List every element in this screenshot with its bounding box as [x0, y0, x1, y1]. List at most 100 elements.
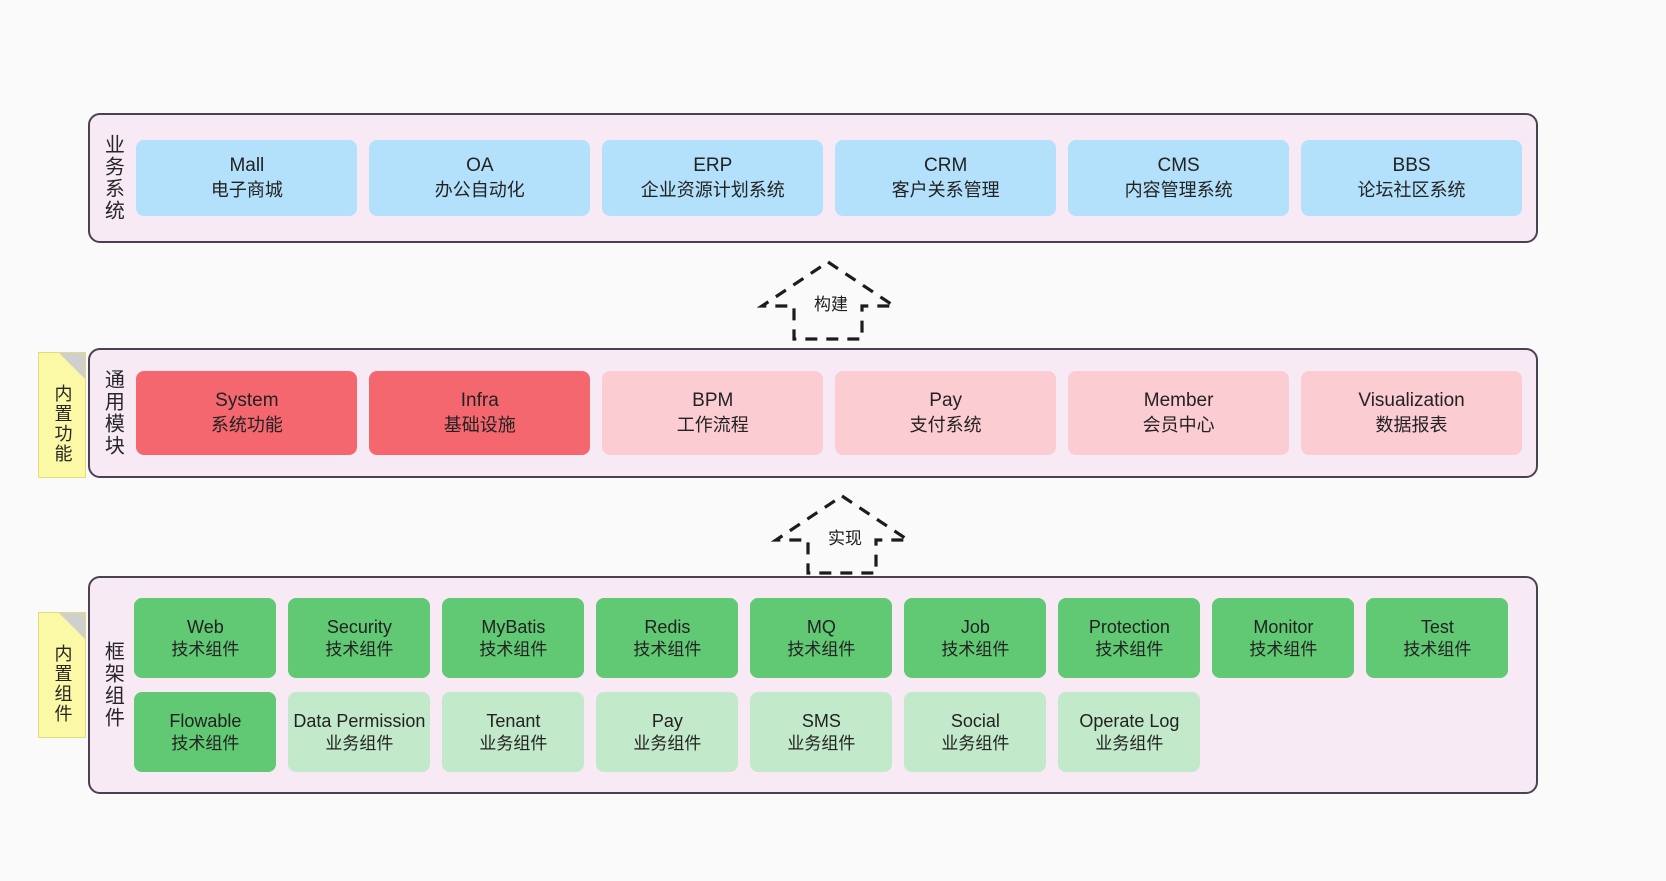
- card-mall[interactable]: Mall 电子商城: [136, 140, 358, 216]
- card-title: MyBatis: [481, 616, 546, 637]
- card-protection[interactable]: Protection 技术组件: [1058, 598, 1201, 678]
- note-fold-corner-icon: [59, 353, 85, 379]
- card-bbs[interactable]: BBS 论坛社区系统: [1301, 140, 1523, 216]
- card-title: ERP: [693, 155, 733, 177]
- card-subtitle: 工作流程: [676, 414, 749, 435]
- card-subtitle: 技术组件: [787, 639, 856, 659]
- layer-caption-module: 通用模块: [101, 369, 124, 457]
- card-title: Infra: [460, 390, 499, 412]
- card-subtitle: 技术组件: [1095, 639, 1164, 659]
- card-title: Tenant: [486, 710, 541, 731]
- card-social[interactable]: Social 业务组件: [904, 692, 1047, 772]
- card-subtitle: 办公自动化: [434, 179, 525, 200]
- card-security[interactable]: Security 技术组件: [288, 598, 431, 678]
- card-title: CRM: [924, 155, 968, 177]
- module-card-list: System 系统功能 Infra 基础设施 BPM 工作流程 Pay 支付系统…: [126, 350, 1536, 476]
- card-subtitle: 业务组件: [1095, 733, 1164, 753]
- card-title: Redis: [644, 616, 691, 637]
- card-title: OA: [466, 155, 494, 177]
- card-subtitle: 支付系统: [909, 414, 982, 435]
- card-oa[interactable]: OA 办公自动化: [369, 140, 591, 216]
- card-subtitle: 技术组件: [1249, 639, 1318, 659]
- card-title: Visualization: [1358, 390, 1465, 412]
- card-title: Monitor: [1253, 616, 1314, 637]
- card-subtitle: 基础设施: [443, 414, 516, 435]
- card-crm[interactable]: CRM 客户关系管理: [835, 140, 1057, 216]
- note-label: 内置功能: [52, 384, 73, 464]
- card-subtitle: 技术组件: [1403, 639, 1472, 659]
- layer-business-system: 业务系统 Mall 电子商城 OA 办公自动化 ERP 企业资源计划系统 CRM…: [88, 113, 1538, 243]
- card-title: MQ: [806, 616, 836, 637]
- card-subtitle: 会员中心: [1142, 414, 1215, 435]
- layer-caption-framework: 框架组件: [101, 641, 124, 729]
- card-title: Pay: [929, 390, 963, 412]
- card-pay-module[interactable]: Pay 支付系统: [835, 371, 1057, 455]
- card-tenant[interactable]: Tenant 业务组件: [442, 692, 585, 772]
- card-member[interactable]: Member 会员中心: [1068, 371, 1290, 455]
- card-subtitle: 客户关系管理: [891, 179, 1000, 200]
- card-title: Flowable: [169, 710, 242, 731]
- card-monitor[interactable]: Monitor 技术组件: [1212, 598, 1355, 678]
- card-title: Social: [950, 710, 1000, 731]
- card-subtitle: 技术组件: [171, 733, 240, 753]
- card-title: Data Permission: [293, 710, 426, 731]
- note-fold-corner-icon: [59, 613, 85, 639]
- layer-common-module: 通用模块 System 系统功能 Infra 基础设施 BPM 工作流程 Pay…: [88, 348, 1538, 478]
- connector-build-label: 构建: [812, 290, 850, 315]
- card-sms[interactable]: SMS 业务组件: [750, 692, 893, 772]
- connector-implement-arrow: [770, 492, 914, 577]
- business-card-list: Mall 电子商城 OA 办公自动化 ERP 企业资源计划系统 CRM 客户关系…: [126, 115, 1536, 241]
- card-system[interactable]: System 系统功能: [136, 371, 358, 455]
- card-title: Pay: [651, 710, 683, 731]
- note-builtin-function: 内置功能: [38, 352, 86, 478]
- card-operate-log[interactable]: Operate Log 业务组件: [1058, 692, 1201, 772]
- card-flowable[interactable]: Flowable 技术组件: [134, 692, 277, 772]
- card-subtitle: 电子商城: [210, 179, 283, 200]
- card-test[interactable]: Test 技术组件: [1366, 598, 1509, 678]
- card-pay-component[interactable]: Pay 业务组件: [596, 692, 739, 772]
- framework-card-grid: Web 技术组件 Security 技术组件 MyBatis 技术组件 Redi…: [126, 578, 1536, 792]
- card-visualization[interactable]: Visualization 数据报表: [1301, 371, 1523, 455]
- card-subtitle: 技术组件: [633, 639, 702, 659]
- card-subtitle: 业务组件: [787, 733, 856, 753]
- card-cms[interactable]: CMS 内容管理系统: [1068, 140, 1290, 216]
- card-title: System: [215, 390, 279, 412]
- card-subtitle: 技术组件: [325, 639, 394, 659]
- card-data-permission[interactable]: Data Permission 业务组件: [288, 692, 431, 772]
- card-subtitle: 业务组件: [941, 733, 1010, 753]
- layer-caption-business: 业务系统: [101, 134, 124, 222]
- card-subtitle: 业务组件: [325, 733, 394, 753]
- card-subtitle: 业务组件: [633, 733, 702, 753]
- card-subtitle: 技术组件: [171, 639, 240, 659]
- note-label: 内置组件: [52, 644, 73, 724]
- card-subtitle: 内容管理系统: [1124, 179, 1233, 200]
- note-builtin-component: 内置组件: [38, 612, 86, 738]
- card-web[interactable]: Web 技术组件: [134, 598, 277, 678]
- card-subtitle: 系统功能: [210, 414, 283, 435]
- card-title: Mall: [229, 155, 265, 177]
- card-job[interactable]: Job 技术组件: [904, 598, 1047, 678]
- card-bpm[interactable]: BPM 工作流程: [602, 371, 824, 455]
- card-subtitle: 数据报表: [1375, 414, 1448, 435]
- card-title: Member: [1143, 390, 1214, 412]
- card-title: Job: [960, 616, 990, 637]
- connector-build-arrow: [756, 258, 900, 343]
- card-mybatis[interactable]: MyBatis 技术组件: [442, 598, 585, 678]
- card-title: Security: [326, 616, 392, 637]
- card-title: SMS: [801, 710, 841, 731]
- card-title: Protection: [1088, 616, 1170, 637]
- card-subtitle: 技术组件: [479, 639, 548, 659]
- card-erp[interactable]: ERP 企业资源计划系统: [602, 140, 824, 216]
- card-infra[interactable]: Infra 基础设施: [369, 371, 591, 455]
- card-mq[interactable]: MQ 技术组件: [750, 598, 893, 678]
- card-title: Operate Log: [1079, 710, 1180, 731]
- card-subtitle: 技术组件: [941, 639, 1010, 659]
- connector-implement-label: 实现: [826, 524, 864, 549]
- card-title: BBS: [1392, 155, 1431, 177]
- card-title: CMS: [1157, 155, 1200, 177]
- layer-framework-component: 框架组件 Web 技术组件 Security 技术组件 MyBatis 技术组件…: [88, 576, 1538, 794]
- card-title: Test: [1420, 616, 1454, 637]
- card-subtitle: 业务组件: [479, 733, 548, 753]
- card-redis[interactable]: Redis 技术组件: [596, 598, 739, 678]
